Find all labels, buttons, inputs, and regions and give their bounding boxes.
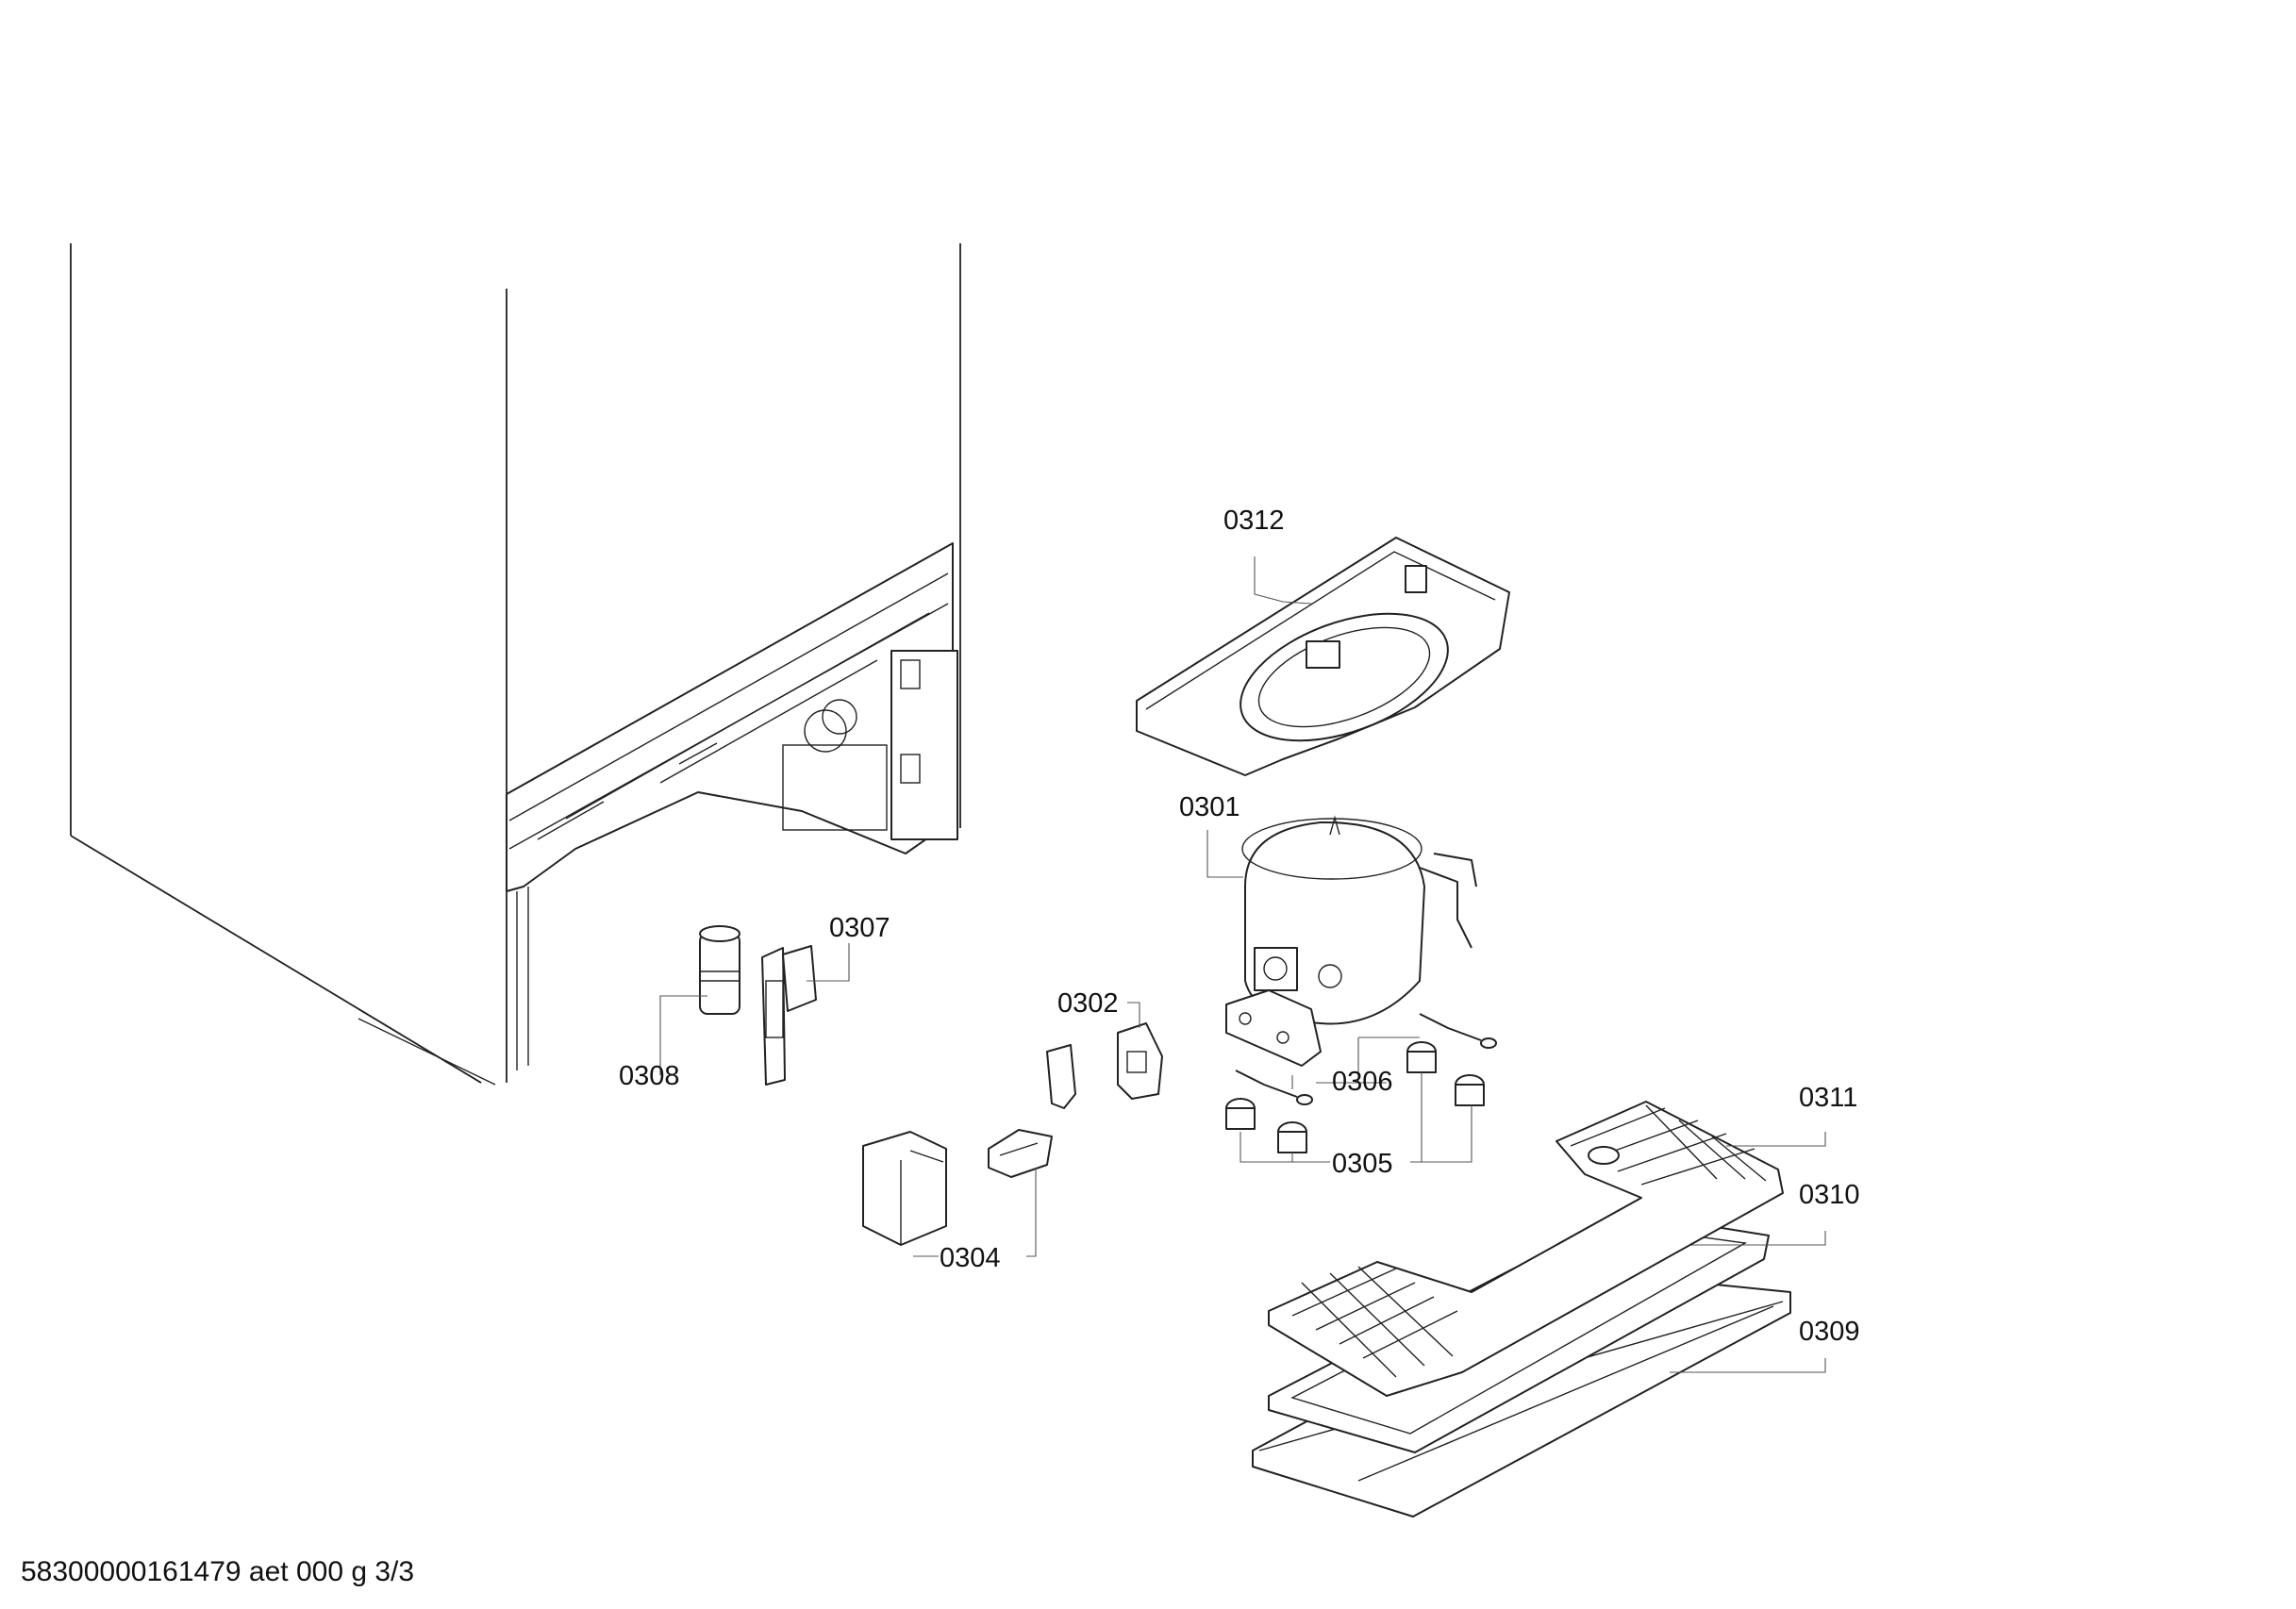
- part-label-0301: 0301: [1179, 792, 1240, 822]
- part-label-0305: 0305: [1332, 1149, 1393, 1179]
- part-label-0309: 0309: [1799, 1317, 1860, 1347]
- part-0306-drawing: [1235, 1013, 1497, 1105]
- part-0307-drawing: [761, 943, 850, 1086]
- part-0302-drawing: [1046, 1002, 1163, 1109]
- part-0305-drawing: [1225, 1041, 1485, 1163]
- part-0312-drawing: [1136, 537, 1510, 776]
- part-label-0312: 0312: [1223, 506, 1285, 536]
- cabinet-drawing: [70, 243, 961, 1086]
- document-code: 58300000161479 aet 000 g 3/3: [21, 1556, 415, 1587]
- part-0311-drawing: [1268, 1101, 1826, 1397]
- part-label-0306: 0306: [1332, 1067, 1393, 1097]
- part-0301-drawing: [1206, 815, 1477, 1067]
- part-label-0307: 0307: [829, 913, 890, 943]
- part-0304-drawing: [862, 1129, 1053, 1257]
- part-0308-drawing: [659, 925, 740, 1075]
- part-label-0302: 0302: [1057, 988, 1119, 1019]
- part-label-0304: 0304: [940, 1243, 1001, 1273]
- part-label-0310: 0310: [1799, 1180, 1860, 1210]
- part-label-0311: 0311: [1799, 1083, 1858, 1113]
- part-label-0308: 0308: [619, 1061, 680, 1091]
